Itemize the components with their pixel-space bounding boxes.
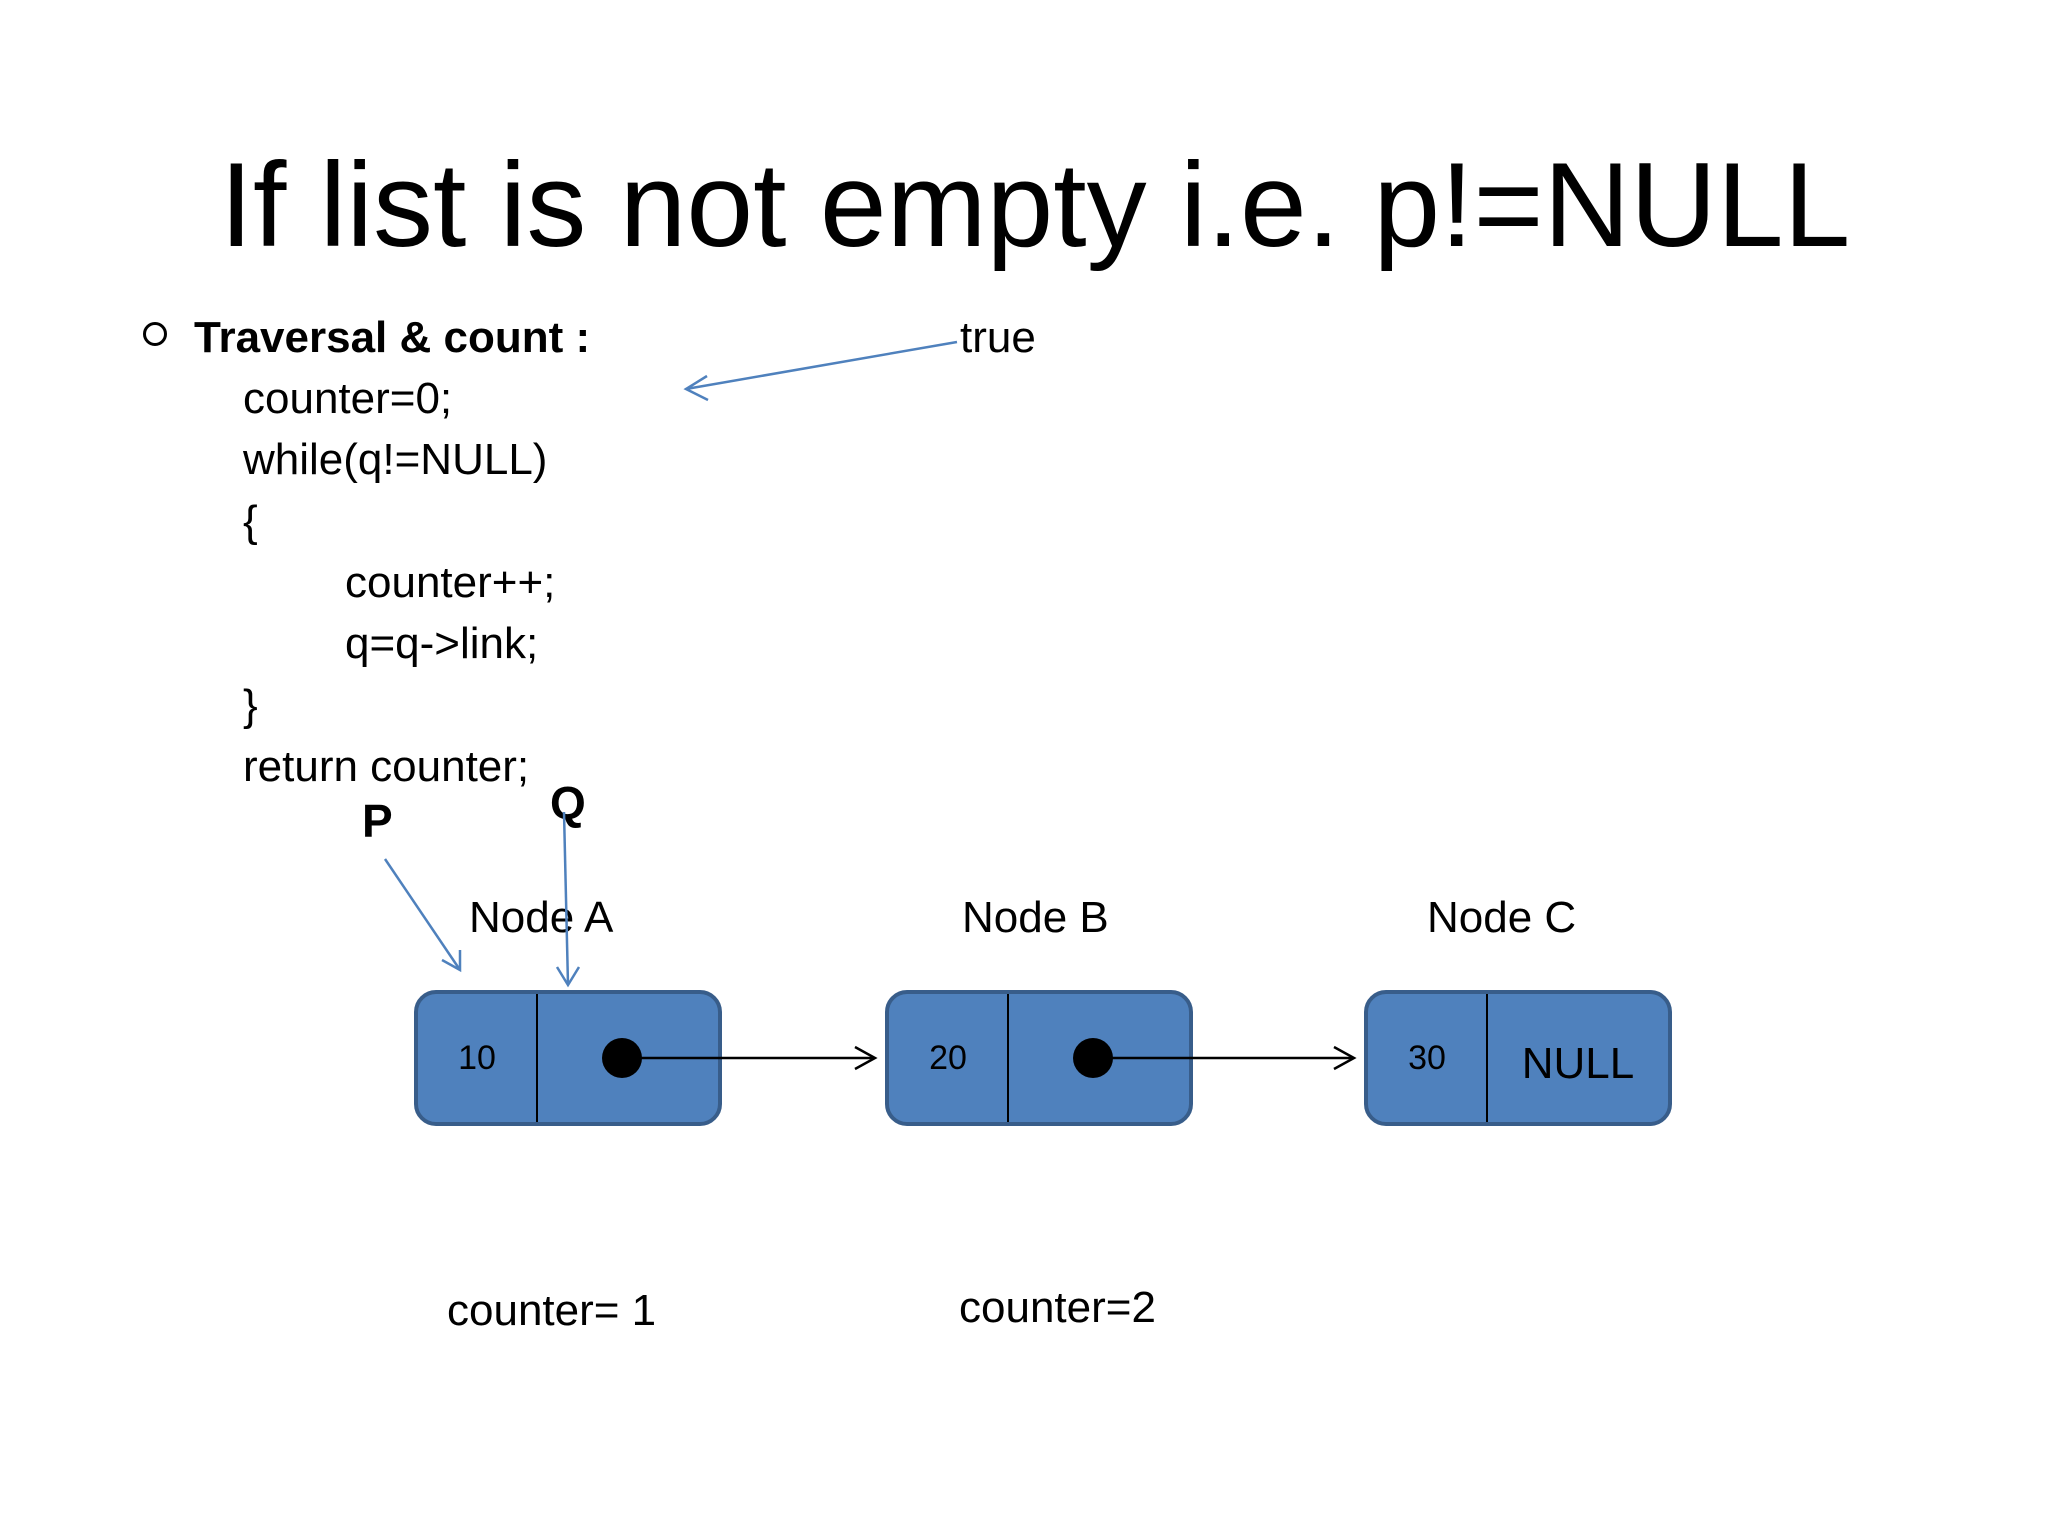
true-annotation-arrow bbox=[685, 340, 958, 391]
code-line-3: { bbox=[243, 497, 258, 546]
node-a-divider bbox=[536, 994, 538, 1122]
code-line-4: counter++; bbox=[345, 558, 556, 607]
bullet-circle-icon bbox=[143, 322, 167, 346]
counter-label-2: counter=2 bbox=[959, 1283, 1156, 1332]
node-c-value: 30 bbox=[1408, 1038, 1446, 1077]
node-c-null: NULL bbox=[1521, 1039, 1635, 1088]
node-c-divider bbox=[1486, 994, 1488, 1122]
true-annotation-arrowhead-icon bbox=[683, 374, 709, 402]
node-c: 30 NULL bbox=[1364, 990, 1672, 1126]
pointer-q-label: Q bbox=[550, 777, 586, 829]
link-b-to-c-arrowhead-icon bbox=[1333, 1045, 1357, 1071]
node-b-value: 20 bbox=[929, 1038, 967, 1077]
pointer-p-arrowhead-icon bbox=[441, 950, 462, 973]
slide-title: If list is not empty i.e. p!=NULL bbox=[219, 138, 1851, 272]
code-line-5: q=q->link; bbox=[345, 619, 539, 668]
pointer-p-label: P bbox=[362, 795, 393, 847]
node-c-label: Node C bbox=[1427, 893, 1577, 942]
node-b-label: Node B bbox=[962, 893, 1109, 942]
code-line-6: } bbox=[243, 681, 258, 730]
bullet-heading: Traversal & count : bbox=[194, 313, 591, 362]
node-a-label: Node A bbox=[469, 893, 614, 942]
link-a-to-b-arrowhead-icon bbox=[854, 1045, 878, 1071]
node-a-link-dot-icon bbox=[602, 1038, 642, 1078]
node-b: 20 bbox=[885, 990, 1193, 1126]
counter-label-1: counter= 1 bbox=[447, 1286, 657, 1335]
pointer-q-arrowhead-icon bbox=[555, 966, 581, 988]
code-line-1: counter=0; bbox=[243, 374, 453, 423]
node-b-link-dot-icon bbox=[1073, 1038, 1113, 1078]
pointer-p-arrow bbox=[383, 858, 462, 971]
node-b-divider bbox=[1007, 994, 1009, 1122]
code-line-7: return counter; bbox=[243, 742, 530, 791]
code-line-2: while(q!=NULL) bbox=[243, 435, 548, 484]
annotation-true: true bbox=[960, 313, 1036, 362]
node-a-value: 10 bbox=[458, 1038, 496, 1077]
node-a: 10 bbox=[414, 990, 722, 1126]
